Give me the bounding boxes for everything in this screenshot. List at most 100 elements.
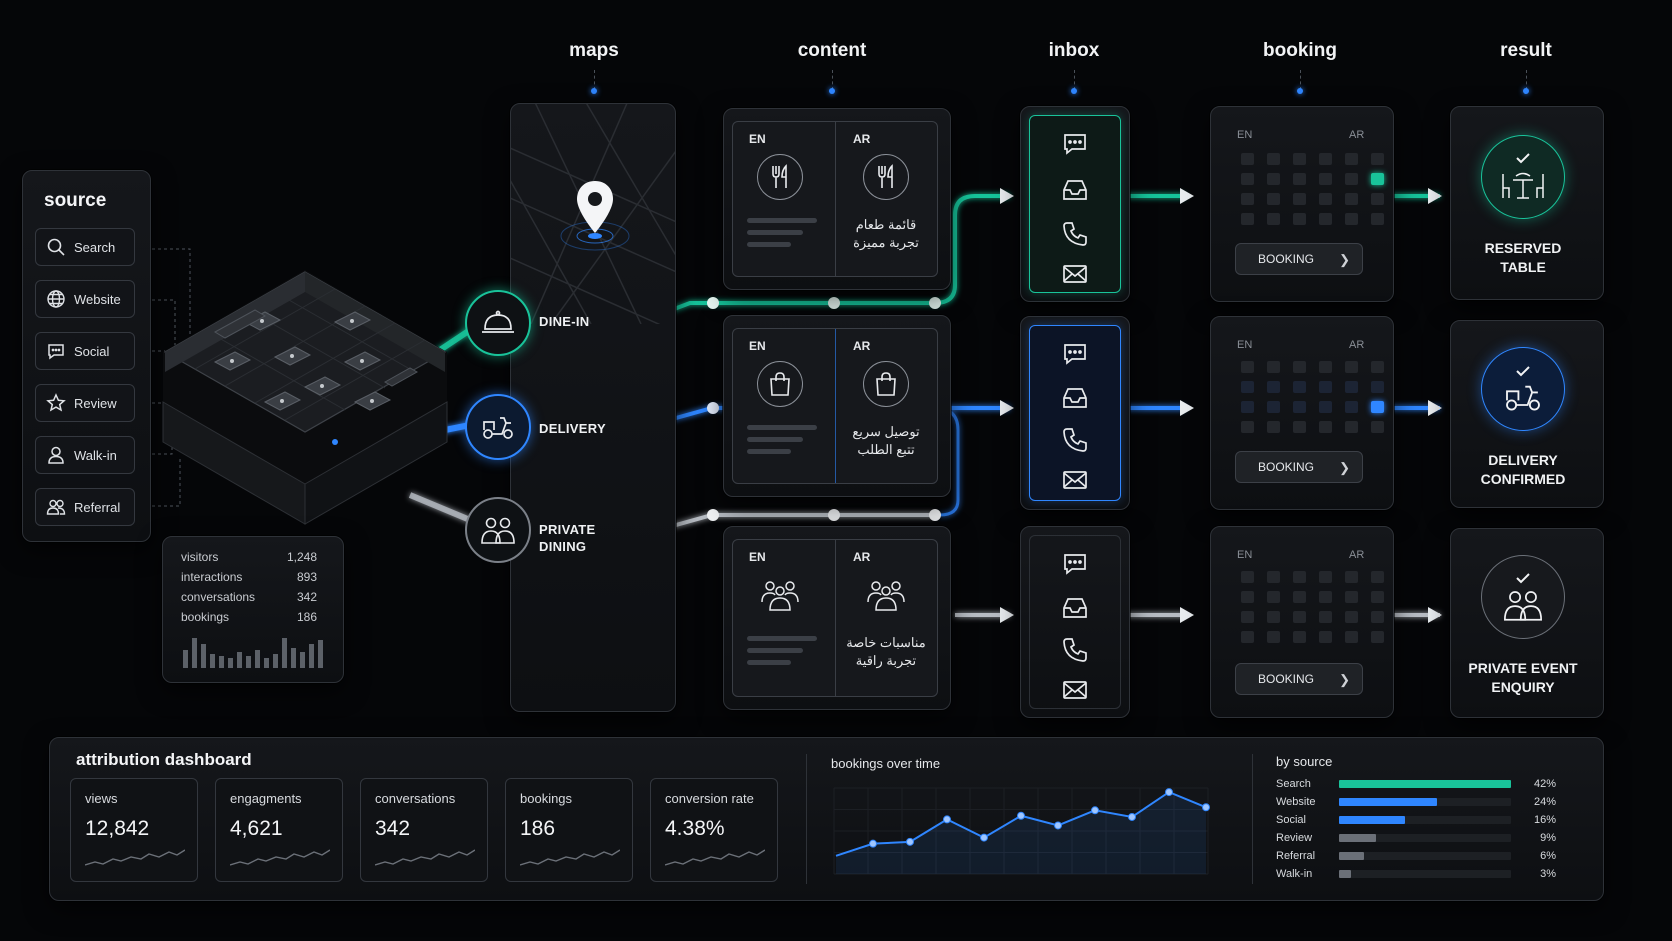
inbox-tray-icon[interactable] (1061, 176, 1089, 204)
channel-private-dining-button[interactable] (465, 497, 531, 563)
calendar-cell[interactable] (1371, 361, 1384, 373)
mail-icon[interactable] (1061, 260, 1089, 288)
calendar-cell[interactable] (1371, 381, 1384, 393)
data-point[interactable] (1128, 812, 1136, 821)
source-item-website[interactable]: Website (35, 280, 135, 318)
calendar-cell[interactable] (1293, 571, 1306, 583)
phone-icon[interactable] (1061, 426, 1089, 454)
kpi-card-engagements[interactable]: engagments 4,621 (215, 778, 343, 882)
calendar-cell[interactable] (1371, 631, 1384, 643)
calendar-cell[interactable] (1371, 213, 1384, 225)
inbox-tray-icon[interactable] (1061, 384, 1089, 412)
calendar-cell[interactable] (1345, 571, 1358, 583)
calendar-cell[interactable] (1293, 361, 1306, 373)
content-card-delivery[interactable]: EN AR توصيل سريع تتبع الطلب (723, 315, 951, 497)
calendar-cell[interactable] (1319, 153, 1332, 165)
calendar-cell[interactable] (1267, 401, 1280, 413)
calendar-cell[interactable] (1241, 421, 1254, 433)
calendar-cell[interactable] (1345, 173, 1358, 185)
data-point[interactable] (906, 837, 914, 846)
source-item-search[interactable]: Search (35, 228, 135, 266)
calendar-cell[interactable] (1267, 381, 1280, 393)
calendar-cell[interactable] (1241, 361, 1254, 373)
calendar-cell[interactable] (1267, 571, 1280, 583)
calendar-cell[interactable] (1345, 421, 1358, 433)
calendar-cell[interactable] (1241, 611, 1254, 623)
calendar-cell[interactable] (1293, 381, 1306, 393)
inbox-tray-icon[interactable] (1061, 594, 1089, 622)
calendar-cell[interactable] (1267, 173, 1280, 185)
calendar-cell[interactable] (1319, 421, 1332, 433)
calendar-cell[interactable] (1371, 153, 1384, 165)
calendar-cell[interactable] (1267, 213, 1280, 225)
calendar-cell[interactable] (1345, 213, 1358, 225)
kpi-card-conversion-rate[interactable]: conversion rate 4.38% (650, 778, 778, 882)
kpi-card-conversations[interactable]: conversations 342 (360, 778, 488, 882)
calendar-cell[interactable] (1319, 571, 1332, 583)
data-point[interactable] (980, 833, 988, 842)
calendar-cell[interactable] (1371, 401, 1384, 413)
calendar-cell[interactable] (1241, 193, 1254, 205)
content-card-private[interactable]: EN AR مناسبات خاصة تجربة راقية (723, 526, 951, 710)
content-card-dine-in[interactable]: EN AR قائمة طعام تجربة مميزة (723, 108, 951, 290)
calendar-cell[interactable] (1293, 401, 1306, 413)
booking-button[interactable]: BOOKING ❯ (1235, 243, 1363, 275)
calendar-cell[interactable] (1345, 361, 1358, 373)
source-item-referral[interactable]: Referral (35, 488, 135, 526)
source-item-review[interactable]: Review (35, 384, 135, 422)
calendar-cell[interactable] (1345, 631, 1358, 643)
channel-delivery-button[interactable] (465, 394, 531, 460)
calendar-cell[interactable] (1267, 361, 1280, 373)
chat-icon[interactable] (1061, 550, 1089, 578)
inbox-card-delivery[interactable] (1020, 316, 1130, 510)
calendar-cell[interactable] (1293, 591, 1306, 603)
booking-button[interactable]: BOOKING ❯ (1235, 663, 1363, 695)
calendar-cell[interactable] (1319, 193, 1332, 205)
calendar-cell[interactable] (1267, 153, 1280, 165)
calendar-cell[interactable] (1371, 173, 1384, 185)
calendar-cell[interactable] (1241, 591, 1254, 603)
calendar-cell[interactable] (1267, 591, 1280, 603)
data-point[interactable] (943, 815, 951, 824)
data-point[interactable] (1017, 811, 1025, 820)
phone-icon[interactable] (1061, 636, 1089, 664)
calendar-cell[interactable] (1345, 611, 1358, 623)
channel-dine-in-button[interactable] (465, 290, 531, 356)
data-point[interactable] (1054, 821, 1062, 830)
calendar-cell[interactable] (1293, 153, 1306, 165)
calendar-cell[interactable] (1371, 611, 1384, 623)
chat-icon[interactable] (1061, 130, 1089, 158)
calendar-cell[interactable] (1345, 193, 1358, 205)
calendar-cell[interactable] (1267, 631, 1280, 643)
calendar-cell[interactable] (1267, 611, 1280, 623)
calendar-cell[interactable] (1319, 381, 1332, 393)
chat-icon[interactable] (1061, 340, 1089, 368)
data-point[interactable] (1202, 803, 1210, 812)
booking-button[interactable]: BOOKING ❯ (1235, 451, 1363, 483)
calendar-cell[interactable] (1371, 591, 1384, 603)
source-item-social[interactable]: Social (35, 332, 135, 370)
calendar-cell[interactable] (1319, 631, 1332, 643)
inbox-card-private[interactable] (1020, 526, 1130, 718)
calendar-cell[interactable] (1319, 401, 1332, 413)
calendar-cell[interactable] (1371, 571, 1384, 583)
kpi-card-bookings[interactable]: bookings 186 (505, 778, 633, 882)
calendar-cell[interactable] (1293, 173, 1306, 185)
calendar-cell[interactable] (1293, 611, 1306, 623)
calendar-cell[interactable] (1319, 173, 1332, 185)
calendar-cell[interactable] (1371, 421, 1384, 433)
calendar-cell[interactable] (1293, 193, 1306, 205)
calendar-cell[interactable] (1371, 193, 1384, 205)
calendar-cell[interactable] (1319, 591, 1332, 603)
calendar-cell[interactable] (1293, 421, 1306, 433)
calendar-cell[interactable] (1241, 381, 1254, 393)
mail-icon[interactable] (1061, 676, 1089, 704)
calendar-cell[interactable] (1241, 401, 1254, 413)
calendar-cell[interactable] (1241, 571, 1254, 583)
data-point[interactable] (1091, 806, 1099, 815)
calendar-cell[interactable] (1241, 631, 1254, 643)
calendar-cell[interactable] (1319, 611, 1332, 623)
calendar-cell[interactable] (1267, 421, 1280, 433)
calendar-cell[interactable] (1293, 631, 1306, 643)
calendar-cell[interactable] (1293, 213, 1306, 225)
